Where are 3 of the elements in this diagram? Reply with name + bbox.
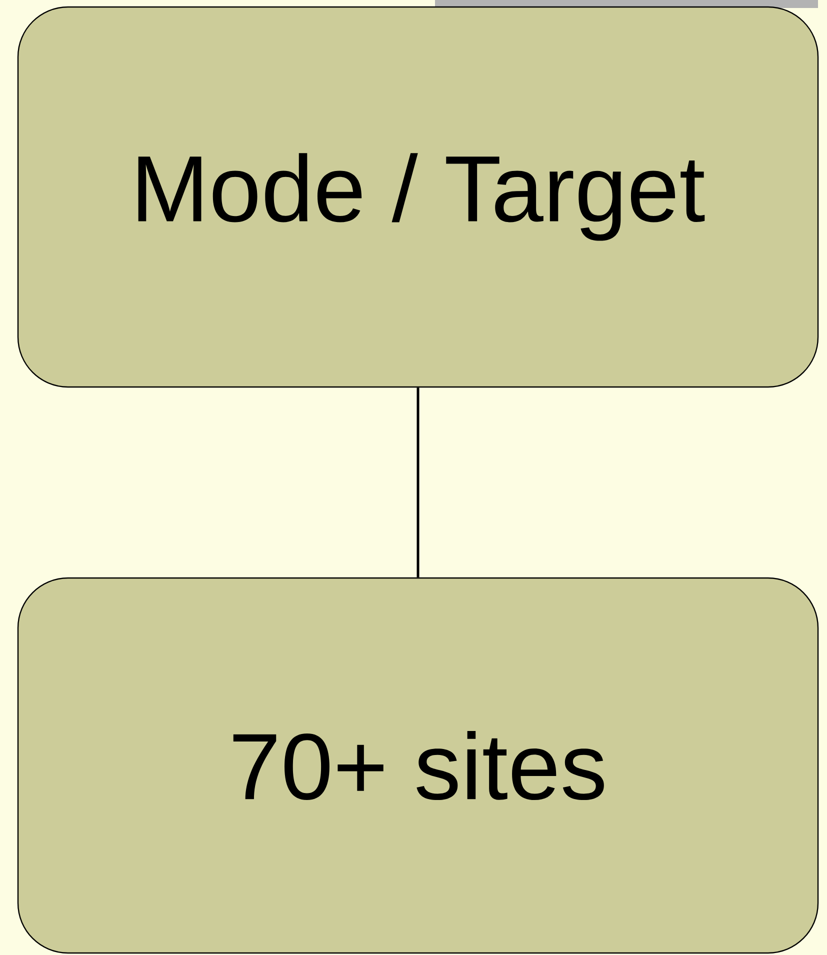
process-box: 70+ sites	[17, 577, 819, 954]
connector-line	[416, 388, 420, 578]
process-box: Mode / Target	[17, 6, 819, 388]
